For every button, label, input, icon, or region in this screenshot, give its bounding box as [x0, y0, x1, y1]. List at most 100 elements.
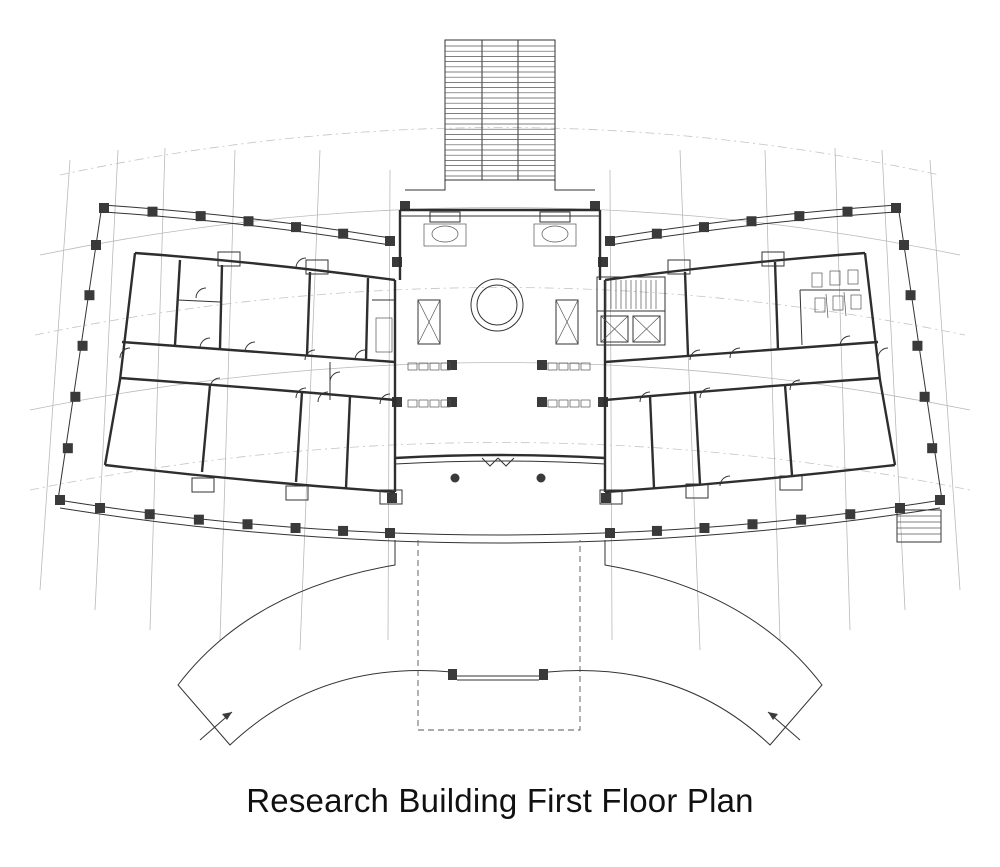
column — [447, 397, 457, 407]
lobby-seat — [407, 362, 418, 371]
lobby-seat — [418, 362, 429, 371]
door-swing — [195, 287, 207, 299]
column — [605, 528, 615, 538]
column — [537, 397, 547, 407]
east-stair-elevators — [596, 276, 666, 346]
column — [144, 509, 155, 520]
door-swing — [329, 371, 341, 383]
column — [842, 206, 853, 217]
door-swing — [839, 335, 851, 347]
north-stair — [405, 39, 595, 191]
door-swing — [295, 257, 307, 269]
door-swing — [729, 347, 741, 359]
door-swing — [304, 349, 316, 361]
wall-niche — [191, 477, 215, 493]
column — [243, 216, 254, 227]
door-swing — [244, 341, 256, 353]
column — [385, 236, 395, 246]
lobby-seat — [418, 399, 429, 408]
column — [590, 201, 600, 211]
column — [794, 211, 805, 222]
wall-niche — [779, 475, 803, 491]
west-wing-partitions — [173, 259, 395, 489]
lobby-seat — [429, 399, 440, 408]
door-swing — [719, 475, 731, 487]
column — [905, 290, 916, 301]
column — [400, 201, 410, 211]
column — [651, 228, 662, 239]
door-swing — [379, 393, 391, 405]
column — [387, 493, 397, 503]
column — [70, 391, 81, 402]
column — [290, 523, 301, 533]
door-swing — [295, 387, 307, 399]
wall-niche — [285, 485, 309, 501]
column — [55, 495, 65, 505]
door-swing — [354, 349, 366, 361]
wall-niche — [761, 251, 785, 267]
column — [242, 519, 253, 530]
wall-niche — [305, 259, 329, 275]
column — [99, 203, 109, 213]
arc-grid-lines — [29, 127, 971, 491]
column — [338, 525, 349, 536]
column — [891, 203, 901, 213]
lobby-seat — [547, 399, 558, 408]
column — [291, 222, 301, 233]
column — [84, 290, 95, 301]
door-swing — [639, 391, 651, 403]
wall-niche — [217, 251, 241, 267]
lobby-features — [407, 211, 591, 483]
east-wing-partitions — [648, 261, 860, 489]
column — [927, 443, 938, 454]
drawing-caption: Research Building First Floor Plan — [246, 782, 754, 819]
column — [195, 211, 206, 222]
column — [605, 236, 615, 246]
door-swing — [699, 387, 711, 399]
restroom-fixtures — [811, 269, 862, 319]
column — [392, 397, 402, 407]
lobby-seat — [440, 362, 451, 371]
door-swing — [209, 377, 221, 389]
column — [899, 240, 909, 250]
southeast-stair — [896, 509, 942, 543]
door-swings — [119, 257, 889, 487]
radial-grid-lines — [39, 147, 961, 651]
south-canopy — [177, 540, 823, 746]
column — [845, 509, 856, 520]
column — [392, 257, 402, 267]
lobby-seat — [580, 362, 591, 371]
column — [62, 443, 73, 454]
column — [385, 528, 395, 538]
lobby-seat — [569, 362, 580, 371]
wall-niche — [685, 483, 709, 499]
column — [699, 222, 709, 233]
column — [91, 240, 101, 250]
column — [338, 228, 349, 239]
lobby-seat — [547, 362, 558, 371]
column — [895, 503, 905, 513]
wall-niche — [667, 259, 691, 275]
column — [796, 514, 807, 525]
wall-niche — [599, 489, 623, 505]
column — [77, 340, 88, 351]
column — [598, 397, 608, 407]
column — [912, 340, 923, 351]
door-swing — [877, 347, 889, 359]
lobby-seat — [558, 399, 569, 408]
lobby-seat — [429, 362, 440, 371]
door-swing — [317, 391, 329, 403]
lobby-seat — [558, 362, 569, 371]
outer-colonnade — [57, 204, 943, 544]
column — [447, 360, 457, 370]
lobby-seat — [580, 399, 591, 408]
lobby-seat — [569, 399, 580, 408]
column — [699, 523, 710, 533]
column — [95, 503, 105, 513]
lobby-seat — [440, 399, 451, 408]
column — [147, 206, 158, 217]
column — [747, 519, 758, 530]
column — [193, 514, 204, 525]
column — [935, 495, 945, 505]
